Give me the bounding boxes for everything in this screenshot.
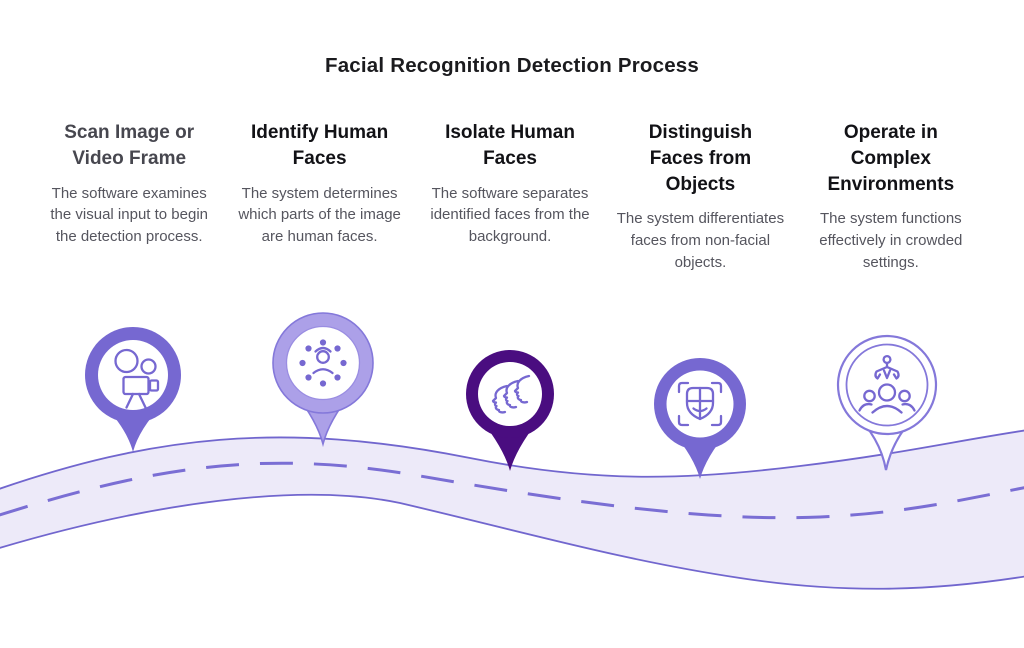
step-column-1: Scan Image or Video Frame The software e… (38, 120, 220, 274)
road-centerline (0, 461, 1024, 520)
step-title: Distinguish Faces from Objects (648, 122, 753, 195)
step-title: Identify Human Faces (250, 122, 389, 169)
road-band (0, 429, 1024, 590)
step-pin-2 (272, 312, 374, 448)
step-title: Scan Image or Video Frame (64, 122, 195, 169)
face-detection-dots-icon (299, 339, 347, 387)
step-description: The system determines which parts of the… (238, 184, 401, 246)
video-camera-icon (114, 348, 160, 409)
step-column-4: Distinguish Faces from Objects The syste… (609, 120, 791, 274)
step-column-3: Isolate Human Faces The software separat… (419, 120, 601, 274)
step-column-2: Identify Human Faces The system determin… (228, 120, 410, 274)
step-column-5: Operate in Complex Environments The syst… (800, 120, 982, 274)
page-title: Facial Recognition Detection Process (324, 54, 700, 77)
step-pin-3 (466, 350, 554, 471)
steps-row: Scan Image or Video Frame The software e… (38, 120, 982, 274)
step-pin-4 (654, 358, 746, 479)
pin-inner (98, 340, 168, 410)
step-pin-5 (836, 334, 938, 471)
step-description: The software separates identified faces … (430, 184, 590, 246)
step-title: Isolate Human Faces (445, 122, 575, 169)
pin-inner (478, 362, 542, 426)
step-description: The software examines the visual input t… (50, 184, 209, 246)
face-profiles-icon (491, 374, 531, 414)
step-description: The system functions effectively in crow… (819, 210, 963, 271)
step-description: The system differentiates faces from non… (616, 210, 785, 271)
face-scan-frame-icon (677, 381, 723, 427)
step-title: Operate in Complex Environments (827, 122, 955, 195)
crowd-detection-icon (858, 354, 916, 414)
step-pin-1 (85, 327, 181, 452)
